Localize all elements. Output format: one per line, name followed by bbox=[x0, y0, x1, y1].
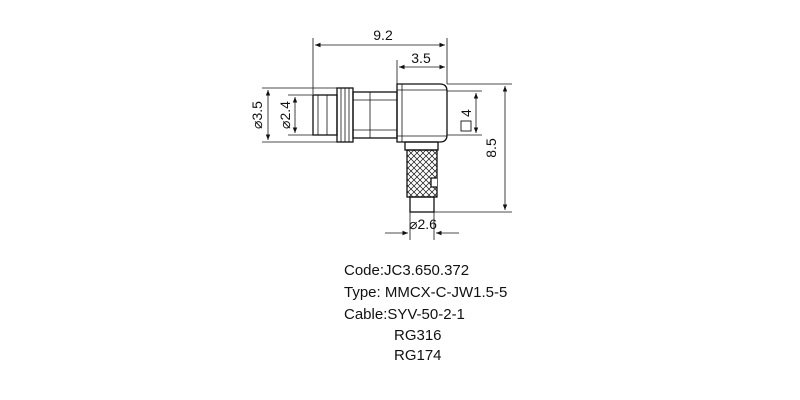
outer-diameter-value: 3.5 bbox=[249, 101, 265, 121]
spec-type: Type: MMCX-C-JW1.5-5 bbox=[344, 284, 508, 301]
cable-exit bbox=[409, 196, 435, 213]
diameter-symbol: ⌀ bbox=[409, 216, 417, 232]
square-value: 4 bbox=[458, 109, 474, 117]
svg-text:⌀3.5: ⌀3.5 bbox=[249, 101, 265, 129]
dim-body-width: 3.5 bbox=[411, 50, 431, 66]
diameter-symbol: ⌀ bbox=[249, 121, 265, 129]
dim-height: 8.5 bbox=[483, 138, 499, 158]
body-neck bbox=[404, 141, 439, 151]
square-symbol bbox=[460, 120, 472, 132]
crimp-ferrule bbox=[406, 149, 438, 198]
dim-square: 4 bbox=[458, 109, 474, 132]
dim-outer-diameter: ⌀3.5 bbox=[249, 101, 265, 129]
dimension-lines bbox=[262, 38, 512, 240]
dim-inner-diameter: ⌀2.4 bbox=[277, 101, 293, 129]
spec-cable-alt2: RG174 bbox=[394, 347, 442, 364]
spec-code: Code:JC3.650.372 bbox=[344, 262, 470, 279]
square-body bbox=[396, 83, 448, 143]
dim-cable-diameter: ⌀2.6 bbox=[409, 216, 437, 232]
spec-cable-alt1: RG316 bbox=[394, 327, 442, 344]
barrel bbox=[352, 91, 398, 139]
pin-nose bbox=[312, 94, 338, 136]
cable-diameter-value: 2.6 bbox=[417, 216, 437, 232]
diameter-symbol: ⌀ bbox=[277, 121, 293, 129]
dim-overall-width: 9.2 bbox=[373, 27, 393, 43]
connector-outline bbox=[312, 83, 448, 213]
spec-cable: Cable:SYV-50-2-1 bbox=[344, 306, 465, 323]
svg-text:⌀2.4: ⌀2.4 bbox=[277, 101, 293, 129]
inner-diameter-value: 2.4 bbox=[277, 101, 293, 121]
